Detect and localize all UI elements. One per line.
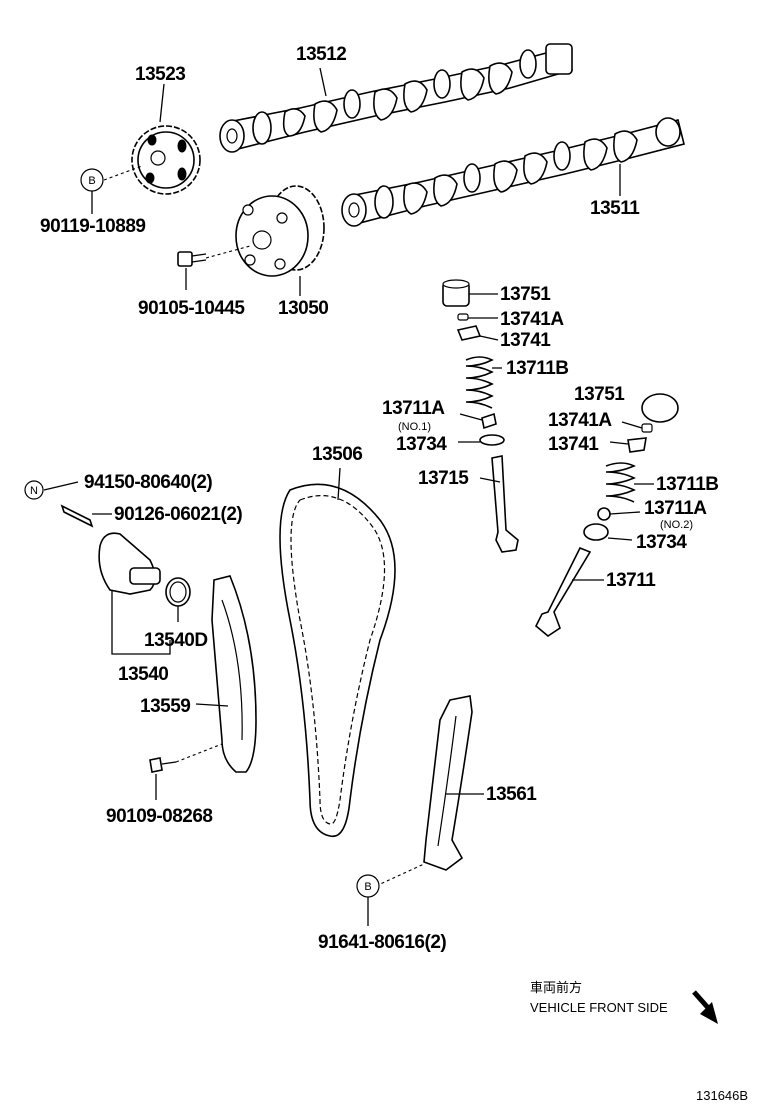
svg-text:B: B [364,881,371,893]
timing-chain-13506 [279,467,396,838]
label-90126-06021: 90126-06021(2) [114,504,242,525]
front-note-en: VEHICLE FRONT SIDE [530,1000,668,1015]
front-arrow-icon [692,990,718,1024]
camshaft-13511 [341,117,685,227]
svg-text:N: N [30,485,38,497]
marker-b-2: B [356,874,380,898]
label-13711a-no1: 13711A [382,398,445,419]
label-13741a-no1: 13741A [500,309,564,330]
chain-slipper-13559 [149,575,257,800]
label-no1: (NO.1) [398,421,431,433]
label-13734-no1: 13734 [396,434,447,455]
label-90105-10445: 90105-10445 [138,298,245,319]
label-13734-no2: 13734 [636,532,687,553]
label-13741-no1: 13741 [500,330,551,351]
bolt-90105-10445 [177,245,251,290]
label-13741a-no2: 13741A [548,410,612,431]
front-note-jp: 車両前方 [530,980,582,995]
valve-set-no2 [535,393,679,637]
label-13741-no2: 13741 [548,434,599,455]
label-13559: 13559 [140,696,190,717]
label-no2: (NO.2) [660,519,693,531]
label-13050: 13050 [278,298,328,319]
label-13540: 13540 [118,664,168,685]
tensioner-13540 [24,480,191,655]
label-13561: 13561 [486,784,537,805]
marker-n-1: N [30,485,38,497]
label-94150-80640: 94150-80640(2) [84,472,212,493]
sprocket-13523 [103,83,201,195]
label-13540d: 13540D [144,630,208,651]
label-13711a-no2: 13711A [644,498,707,519]
label-13711b-no2: 13711B [656,474,719,495]
svg-text:B: B [88,175,95,187]
chain-damper-13561 [367,695,484,926]
valve-set-no1 [442,279,519,553]
label-13523: 13523 [135,64,185,85]
timing-gear-13050 [235,185,325,296]
label-90119-10889: 90119-10889 [40,216,145,237]
label-90109-08268: 90109-08268 [106,806,213,827]
label-13512: 13512 [296,44,346,65]
label-13751-no2: 13751 [574,384,625,405]
label-13711: 13711 [606,570,656,591]
label-13715: 13715 [418,468,469,489]
label-13751-no1: 13751 [500,284,551,305]
label-13711b-no1: 13711B [506,358,569,379]
marker-b-1: B [80,168,104,214]
camshaft-13512 [219,43,574,153]
label-91641-80616: 91641-80616(2) [318,932,446,953]
label-13511: 13511 [590,198,640,219]
figure-id: 131646B [696,1088,748,1103]
label-13506: 13506 [312,444,362,465]
